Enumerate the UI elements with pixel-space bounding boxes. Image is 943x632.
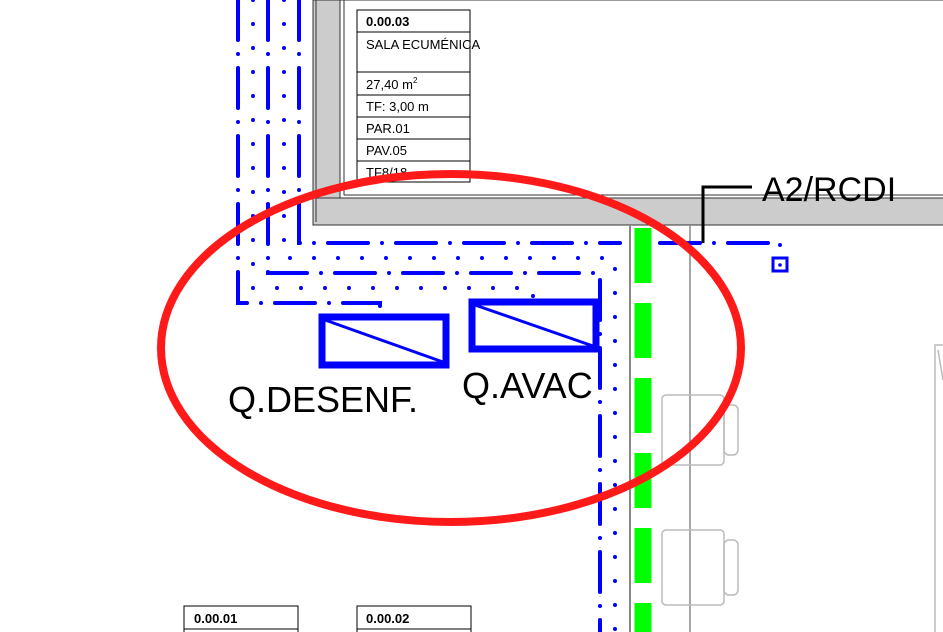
label-leader-line bbox=[701, 185, 752, 243]
room-wall: PAR.01 bbox=[366, 121, 410, 136]
electrical-circuits bbox=[236, 0, 789, 632]
circuit-label: A2/RCDI bbox=[762, 171, 896, 209]
room-number: 0.00.02 bbox=[366, 611, 409, 626]
panel-q-avac[interactable] bbox=[468, 298, 600, 353]
room-number: 0.00.03 bbox=[366, 14, 409, 29]
chairs bbox=[661, 344, 943, 632]
highlight-ellipse bbox=[157, 170, 745, 526]
room-name: SALA ECUMÉNICA bbox=[366, 37, 480, 52]
room-number: 0.00.01 bbox=[194, 611, 237, 626]
room-area: 27,40 m2 bbox=[366, 76, 418, 92]
room-floor: PAV.05 bbox=[366, 143, 407, 158]
panel-label-q-avac: Q.AVAC bbox=[462, 365, 593, 406]
room-height: TF: 3,00 m bbox=[366, 99, 429, 114]
room-tag-0-00-03: 0.00.03 SALA ECUMÉNICA 27,40 m2 TF: 3,00… bbox=[356, 9, 480, 183]
panel-q-desenf[interactable] bbox=[318, 313, 450, 369]
panel-label-q-desenf: Q.DESENF. bbox=[228, 379, 418, 420]
room-tag-0-00-02: 0.00.02 bbox=[356, 605, 472, 632]
room-tag-0-00-01: 0.00.01 bbox=[183, 605, 299, 632]
